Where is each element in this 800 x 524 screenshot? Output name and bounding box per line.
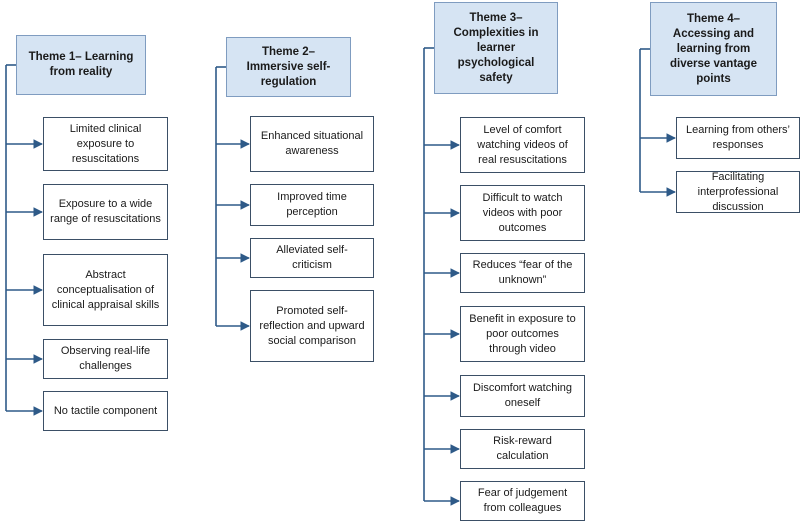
connector-lines — [5, 47, 676, 506]
theme-1-title: Theme 1– Learning from reality — [28, 51, 134, 78]
theme-3-item-4-label: Benefit in exposure to poor outcomes thr… — [469, 312, 576, 355]
theme-2-item-3-label: Alleviated self-criticism — [276, 244, 348, 271]
theme-4-item-1: Learning from others’ responses — [676, 117, 800, 159]
theme-1-item-5: No tactile component — [43, 391, 168, 431]
theme-3-item-7-label: Fear of judgement from colleagues — [477, 487, 568, 514]
theme-3-item-6-label: Risk-reward calculation — [493, 435, 552, 462]
theme-1-item-5-label: No tactile component — [53, 404, 158, 417]
theme-1-item-2: Exposure to a wide range of resuscitatio… — [43, 184, 168, 240]
theme-2-box: Theme 2– Immersive self-regulation — [226, 37, 351, 97]
theme-2-item-1-label: Enhanced situational awareness — [260, 130, 364, 157]
theme-3-item-1-label: Level of comfort watching videos of real… — [477, 123, 568, 166]
theme-3-item-5-label: Discomfort watching oneself — [472, 382, 573, 409]
theme-4-box: Theme 4– Accessing and learning from div… — [650, 2, 777, 96]
theme-1-item-1: Limited clinical exposure to resuscitati… — [43, 117, 168, 171]
theme-3-item-3: Reduces “fear of the unknown” — [460, 253, 585, 293]
theme-1-box: Theme 1– Learning from reality — [16, 35, 146, 95]
theme-3-title: Theme 3– Complexities in learner psychol… — [453, 11, 539, 84]
theme-3-item-7: Fear of judgement from colleagues — [460, 481, 585, 521]
theme-3-item-1: Level of comfort watching videos of real… — [460, 117, 585, 173]
theme-3-box: Theme 3– Complexities in learner psychol… — [434, 2, 558, 94]
theme-1-item-2-label: Exposure to a wide range of resuscitatio… — [50, 198, 161, 225]
theme-2-item-4: Promoted self-reflection and upward soci… — [250, 290, 374, 362]
theme-2-item-2-label: Improved time perception — [277, 191, 347, 218]
theme-2-item-1: Enhanced situational awareness — [250, 116, 374, 172]
theme-4-item-2: Facilitating interprofessional discussio… — [676, 171, 800, 213]
theme-1-item-3-label: Abstract conceptualisation of clinical a… — [51, 268, 160, 311]
theme-1-item-1-label: Limited clinical exposure to resuscitati… — [69, 122, 142, 165]
theme-2-title: Theme 2– Immersive self-regulation — [246, 45, 331, 88]
theme-3-item-6: Risk-reward calculation — [460, 429, 585, 469]
theme-1-item-3: Abstract conceptualisation of clinical a… — [43, 254, 168, 326]
theme-4-item-2-label: Facilitating interprofessional discussio… — [697, 170, 779, 213]
theme-1-item-4: Observing real-life challenges — [43, 339, 168, 379]
theme-3-item-4: Benefit in exposure to poor outcomes thr… — [460, 306, 585, 362]
theme-3-item-3-label: Reduces “fear of the unknown” — [472, 259, 573, 286]
theme-4-item-1-label: Learning from others’ responses — [686, 124, 790, 151]
theme-1-item-4-label: Observing real-life challenges — [60, 345, 151, 372]
theme-3-item-2: Difficult to watch videos with poor outc… — [460, 185, 585, 241]
theme-2-item-3: Alleviated self-criticism — [250, 238, 374, 278]
theme-4-title: Theme 4– Accessing and learning from div… — [670, 12, 757, 85]
theme-3-item-2-label: Difficult to watch videos with poor outc… — [482, 191, 563, 234]
theme-3-item-5: Discomfort watching oneself — [460, 375, 585, 417]
theme-2-item-2: Improved time perception — [250, 184, 374, 226]
theme-2-item-4-label: Promoted self-reflection and upward soci… — [259, 304, 365, 347]
